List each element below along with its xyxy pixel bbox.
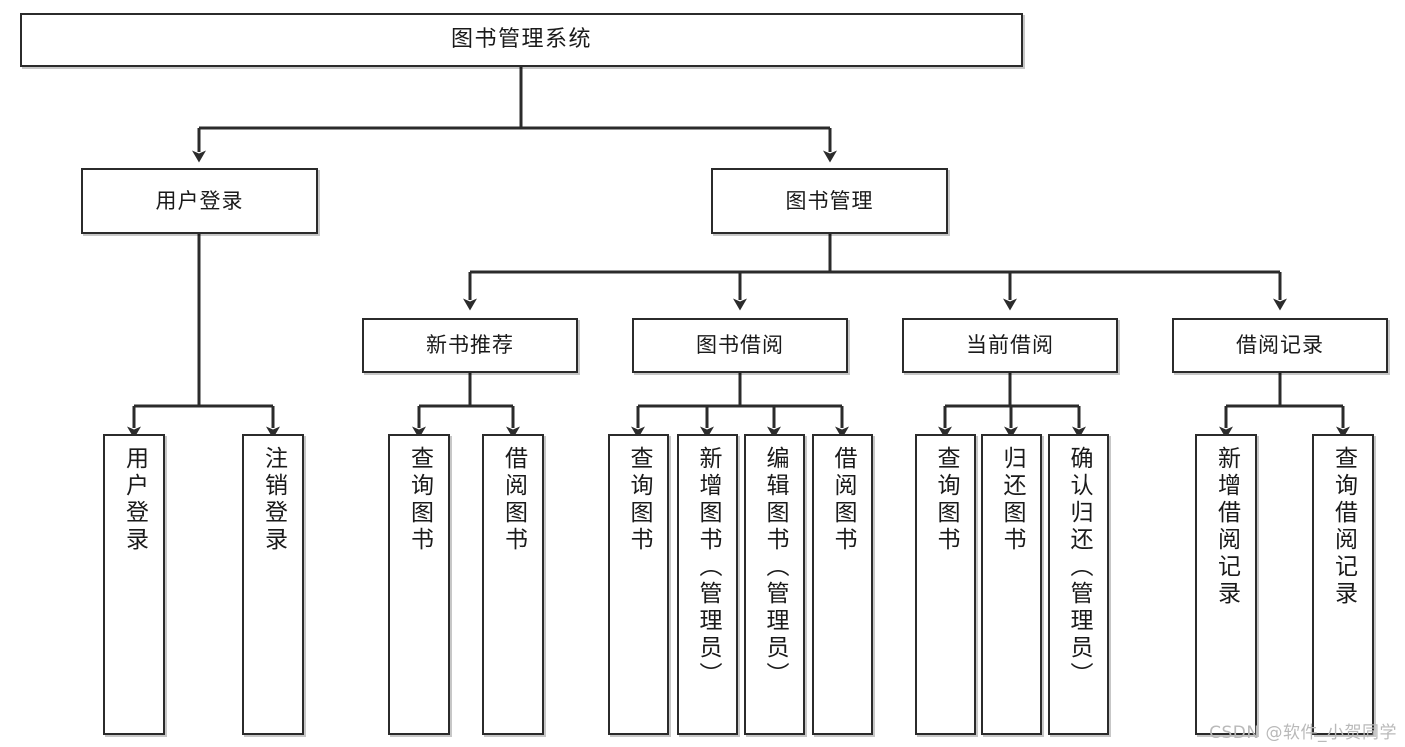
leaf-user-login-logout-label: 注销登录 bbox=[260, 446, 287, 554]
node-new-book-recommend-label: 新书推荐 bbox=[426, 333, 514, 358]
leaf-borrow-book-edit[interactable]: 编辑图书（管理员） bbox=[744, 434, 805, 735]
leaf-borrow-record-query[interactable]: 查询借阅记录 bbox=[1312, 434, 1374, 735]
leaf-user-login-login-label: 用户登录 bbox=[121, 446, 148, 554]
node-book-manage-label: 图书管理 bbox=[785, 188, 874, 213]
leaf-borrow-book-add[interactable]: 新增图书（管理员） bbox=[677, 434, 738, 735]
leaf-borrow-book-edit-label: 编辑图书（管理员） bbox=[762, 446, 788, 689]
node-borrow-record[interactable]: 借阅记录 bbox=[1172, 318, 1388, 373]
leaf-current-borrow-return-label: 归还图书 bbox=[999, 446, 1025, 554]
leaf-borrow-record-add[interactable]: 新增借阅记录 bbox=[1195, 434, 1257, 735]
node-book-borrow-label: 图书借阅 bbox=[696, 333, 784, 358]
node-book-borrow[interactable]: 图书借阅 bbox=[632, 318, 848, 373]
leaf-new-book-borrow[interactable]: 借阅图书 bbox=[482, 434, 544, 735]
node-new-book-recommend[interactable]: 新书推荐 bbox=[362, 318, 578, 373]
leaf-new-book-query-label: 查询图书 bbox=[406, 446, 433, 554]
leaf-user-login-login[interactable]: 用户登录 bbox=[103, 434, 165, 735]
node-borrow-record-label: 借阅记录 bbox=[1236, 333, 1324, 358]
leaf-new-book-borrow-label: 借阅图书 bbox=[500, 446, 527, 554]
node-current-borrow[interactable]: 当前借阅 bbox=[902, 318, 1118, 373]
node-book-manage[interactable]: 图书管理 bbox=[711, 168, 948, 234]
leaf-borrow-book-borrow-label: 借阅图书 bbox=[830, 446, 856, 554]
node-root-label: 图书管理系统 bbox=[450, 27, 592, 53]
node-user-login[interactable]: 用户登录 bbox=[81, 168, 318, 234]
leaf-current-borrow-return[interactable]: 归还图书 bbox=[981, 434, 1042, 735]
leaf-borrow-book-borrow[interactable]: 借阅图书 bbox=[812, 434, 873, 735]
leaf-borrow-book-add-label: 新增图书（管理员） bbox=[695, 446, 721, 689]
leaf-borrow-record-add-label: 新增借阅记录 bbox=[1213, 446, 1240, 608]
leaf-new-book-query[interactable]: 查询图书 bbox=[388, 434, 450, 735]
leaf-current-borrow-confirm-label: 确认归还（管理员） bbox=[1066, 446, 1092, 689]
leaf-current-borrow-confirm[interactable]: 确认归还（管理员） bbox=[1048, 434, 1109, 735]
node-current-borrow-label: 当前借阅 bbox=[966, 333, 1054, 358]
leaf-current-borrow-query[interactable]: 查询图书 bbox=[915, 434, 976, 735]
node-user-login-label: 用户登录 bbox=[155, 188, 244, 213]
leaf-current-borrow-query-label: 查询图书 bbox=[933, 446, 959, 554]
leaf-user-login-logout[interactable]: 注销登录 bbox=[242, 434, 304, 735]
leaf-borrow-book-query-label: 查询图书 bbox=[626, 446, 652, 554]
node-root[interactable]: 图书管理系统 bbox=[20, 13, 1023, 67]
leaf-borrow-book-query[interactable]: 查询图书 bbox=[608, 434, 669, 735]
leaf-borrow-record-query-label: 查询借阅记录 bbox=[1330, 446, 1357, 608]
